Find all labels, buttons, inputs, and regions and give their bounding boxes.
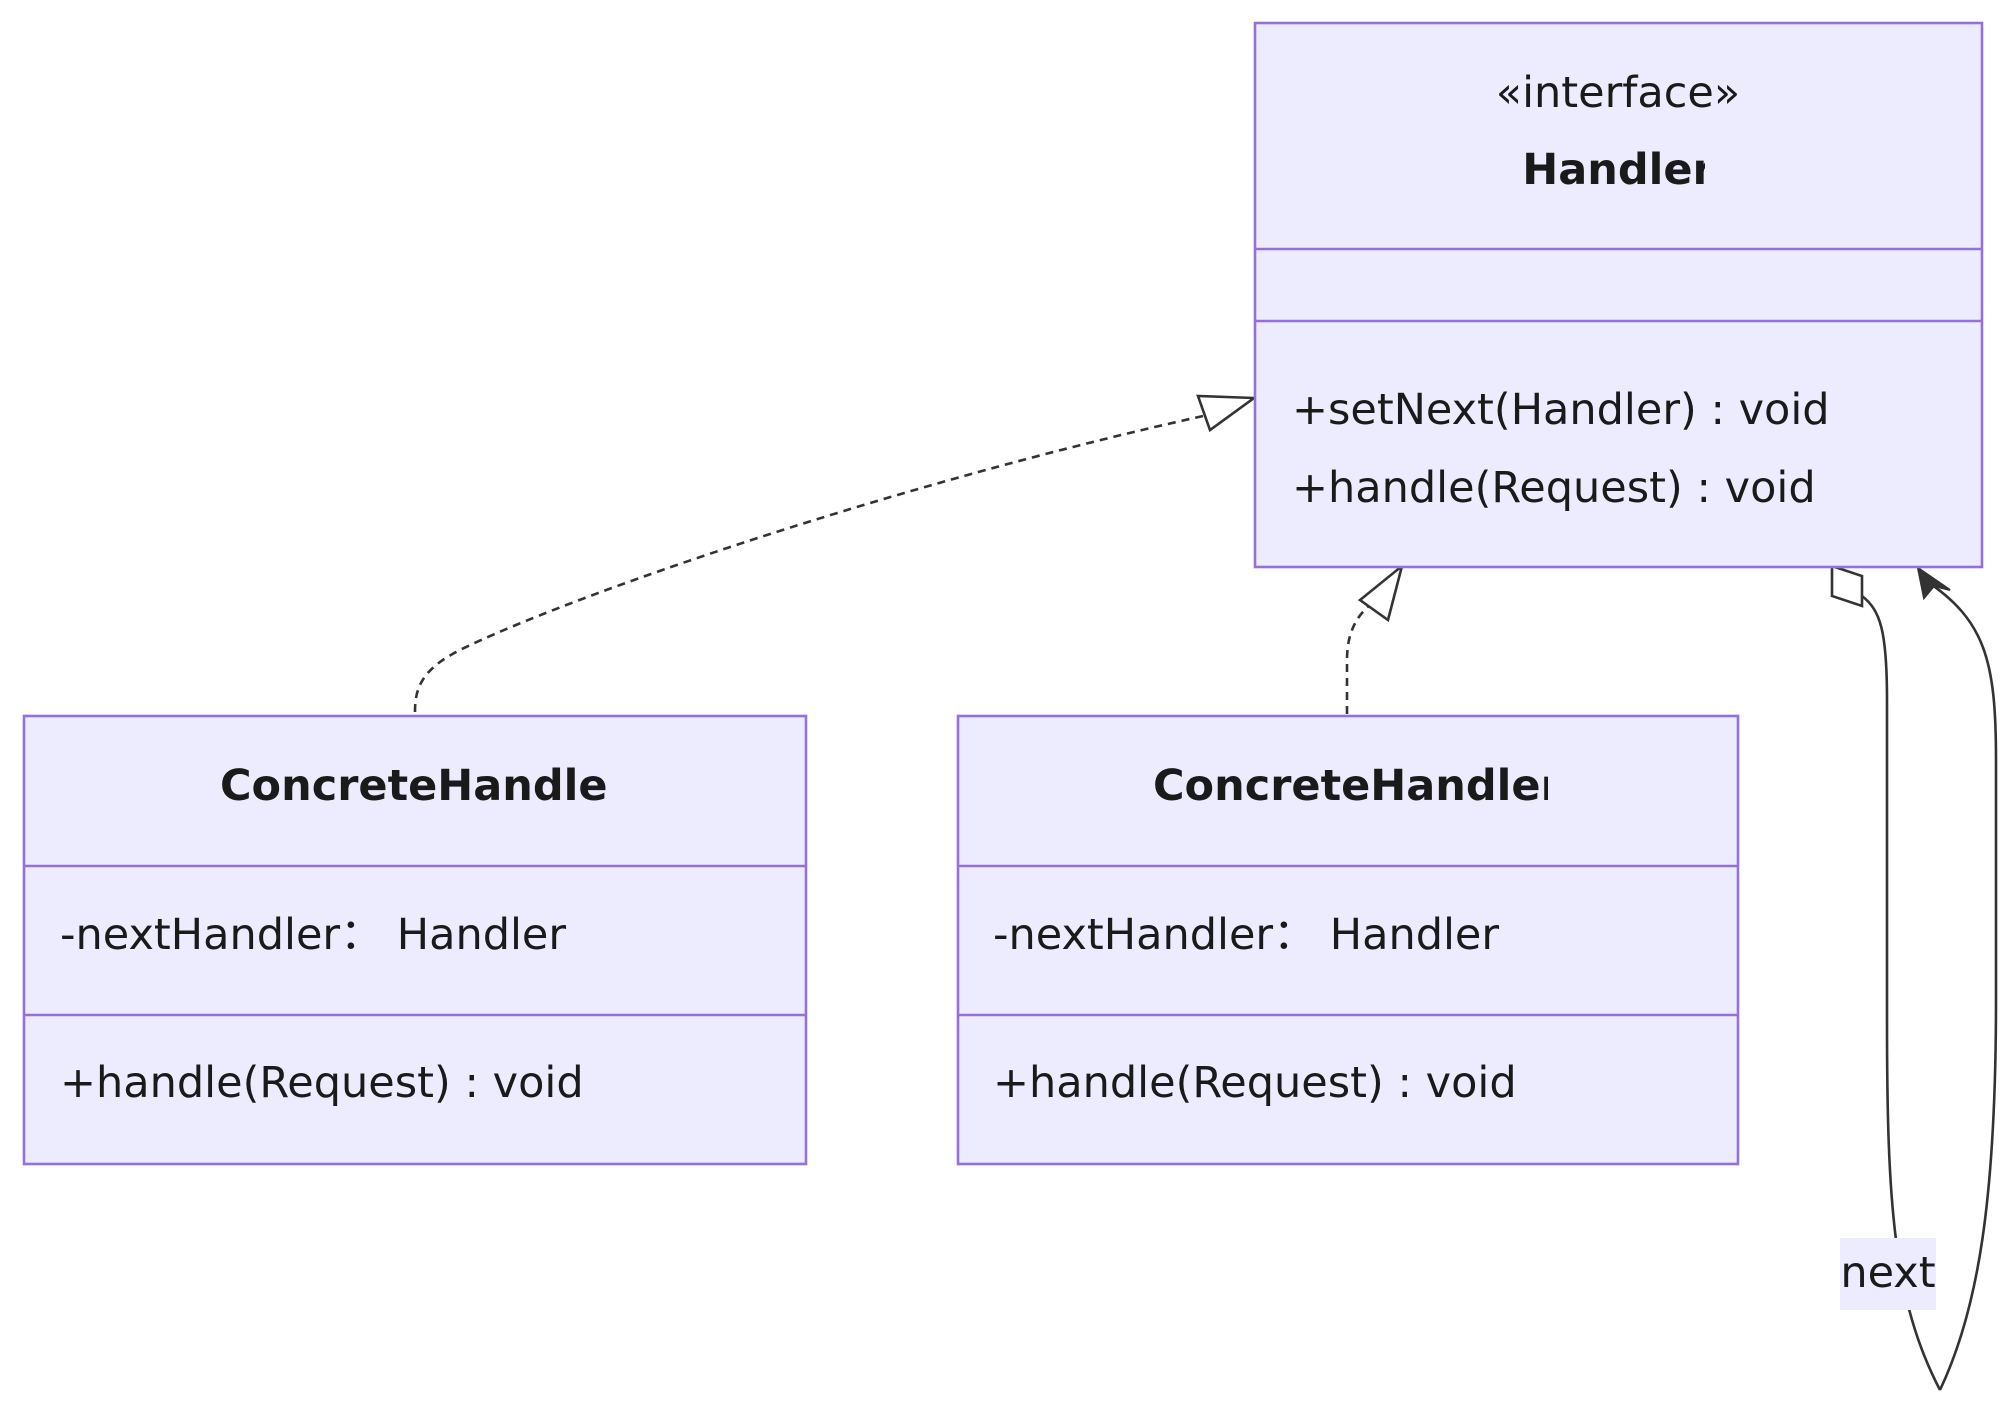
self-aggregation-edge	[1830, 564, 1998, 1391]
concrete-b-attribute: -nextHandler： Handler	[993, 910, 1499, 960]
concrete-b-title: ConcreteHandlerB	[1153, 761, 1595, 811]
handler-method-handle: +handle(Request) : void	[1292, 463, 1816, 513]
realization-edge-a	[413, 394, 1258, 713]
concrete-a-attribute: -nextHandler： Handler	[60, 910, 566, 960]
arrowhead	[1916, 565, 1951, 601]
self-edge-label: next	[1840, 1238, 1936, 1310]
class-concrete-handler-a[interactable]: ConcreteHandlerA -nextHandler： Handler +…	[22, 714, 808, 1166]
concrete-a-title: ConcreteHandlerA	[220, 761, 663, 811]
concrete-a-method: +handle(Request) : void	[60, 1058, 584, 1108]
realization-edge-b	[1345, 562, 1405, 714]
aggregation-diamond	[1830, 564, 1864, 608]
next-label: next	[1840, 1248, 1935, 1298]
concrete-b-method: +handle(Request) : void	[993, 1058, 1517, 1108]
handler-title: Handler	[1522, 145, 1714, 195]
class-concrete-handler-b[interactable]: ConcreteHandlerB -nextHandler： Handler +…	[956, 714, 1740, 1166]
handler-stereotype: «interface»	[1496, 68, 1740, 118]
class-handler[interactable]: «interface» Handler +setNext(Handler) : …	[1253, 21, 1984, 569]
handler-method-setnext: +setNext(Handler) : void	[1292, 385, 1830, 435]
